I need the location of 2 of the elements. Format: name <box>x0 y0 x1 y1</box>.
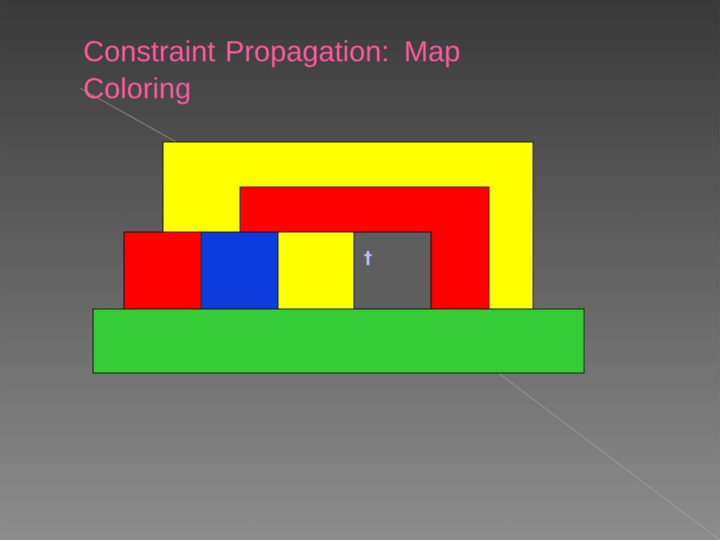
slide-title: Constraint Propagation: Map Coloring <box>84 40 460 104</box>
cursor-symbol: † <box>364 250 372 265</box>
